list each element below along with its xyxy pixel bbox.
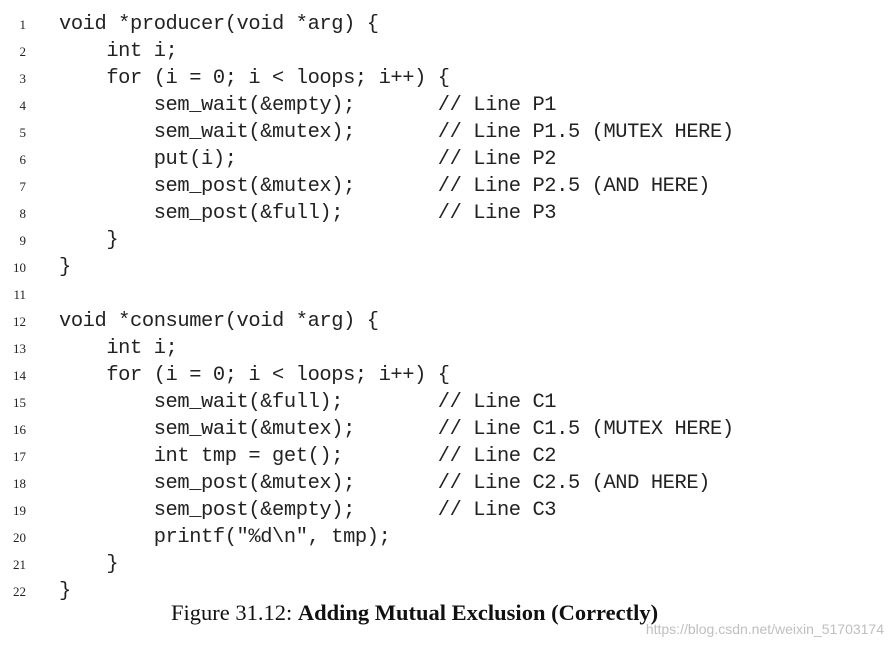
line-number: 5 [19,125,27,140]
code-text: int i; [59,337,178,360]
code-line: 12 void *consumer(void *arg) { [0,308,893,335]
code-line: 3 for (i = 0; i < loops; i++) { [0,65,893,92]
code-line: 5 sem_wait(&mutex); // Line P1.5 (MUTEX … [0,119,893,146]
code-line: 20 printf("%d\n", tmp); [0,524,893,551]
line-number: 3 [19,71,27,86]
code-line: 7 sem_post(&mutex); // Line P2.5 (AND HE… [0,173,893,200]
code-text: sem_wait(&empty); // Line P1 [59,94,557,117]
code-line: 13 int i; [0,335,893,362]
code-text: int tmp = get(); // Line C2 [59,445,557,468]
watermark: https://blog.csdn.net/weixin_51703174 [645,621,884,637]
line-number: 2 [19,44,27,59]
code-text: } [59,580,71,603]
code-text: sem_post(&mutex); // Line C2.5 (AND HERE… [59,472,711,495]
code-line: 19 sem_post(&empty); // Line C3 [0,497,893,524]
code-text: } [59,229,119,252]
code-line: 9 } [0,227,893,254]
code-text: put(i); // Line P2 [59,148,557,171]
code-line: 22} [0,578,893,605]
line-number: 18 [13,476,26,491]
code-line: 10} [0,254,893,281]
code-line: 8 sem_post(&full); // Line P3 [0,200,893,227]
code-line: 17 int tmp = get(); // Line C2 [0,443,893,470]
code-text: for (i = 0; i < loops; i++) { [59,67,450,90]
code-line: 2 int i; [0,38,893,65]
caption-title: Adding Mutual Exclusion (Correctly) [297,600,659,625]
line-number: 9 [19,233,27,248]
code-text: sem_wait(&full); // Line C1 [59,391,557,414]
code-text: for (i = 0; i < loops; i++) { [59,364,450,387]
code-text: printf("%d\n", tmp); [59,526,391,549]
code-line: 6 put(i); // Line P2 [0,146,893,173]
code-line: 15 sem_wait(&full); // Line C1 [0,389,893,416]
code-text: void *producer(void *arg) { [59,13,379,36]
code-text: sem_post(&full); // Line P3 [59,202,557,225]
line-number: 10 [13,260,26,275]
line-number: 16 [13,422,26,437]
line-number: 19 [13,503,26,518]
code-text: sem_post(&mutex); // Line P2.5 (AND HERE… [59,175,711,198]
code-text: sem_wait(&mutex); // Line C1.5 (MUTEX HE… [59,418,734,441]
line-number: 6 [19,152,27,167]
line-number: 20 [13,530,26,545]
code-line: 11 [0,281,893,308]
line-number: 22 [13,584,26,599]
code-line: 4 sem_wait(&empty); // Line P1 [0,92,893,119]
code-line: 16 sem_wait(&mutex); // Line C1.5 (MUTEX… [0,416,893,443]
code-line: 21 } [0,551,893,578]
line-number: 17 [13,449,26,464]
code-text: void *consumer(void *arg) { [59,310,379,333]
code-text: int i; [59,40,178,63]
code-text: sem_wait(&mutex); // Line P1.5 (MUTEX HE… [59,121,734,144]
code-text: } [59,256,71,279]
line-number: 13 [13,341,26,356]
code-line: 14 for (i = 0; i < loops; i++) { [0,362,893,389]
line-number: 12 [13,314,26,329]
code-text: sem_post(&empty); // Line C3 [59,499,557,522]
code-line: 18 sem_post(&mutex); // Line C2.5 (AND H… [0,470,893,497]
code-text: } [59,553,119,576]
line-number: 11 [13,287,26,302]
caption-label: Figure 31.12: [171,600,298,625]
line-number: 14 [13,368,26,383]
line-number: 1 [19,17,27,32]
line-number: 8 [19,206,27,221]
line-number: 4 [19,98,27,113]
line-number: 21 [13,557,26,572]
code-line: 1 void *producer(void *arg) { [0,11,893,38]
code-listing: 1 void *producer(void *arg) { 2 int i; 3 … [0,11,893,605]
line-number: 7 [19,179,27,194]
figure-caption: Figure 31.12: Adding Mutual Exclusion (C… [171,600,658,626]
line-number: 15 [13,395,26,410]
